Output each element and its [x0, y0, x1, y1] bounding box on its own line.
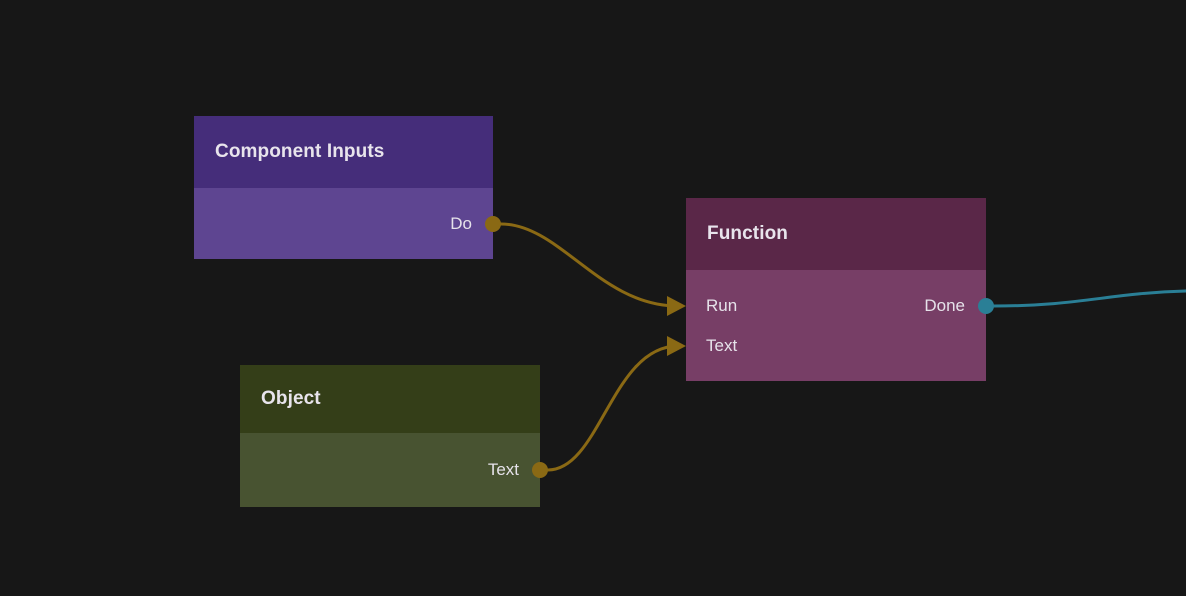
node-header-object[interactable]: Object	[240, 365, 540, 433]
output-port-text[interactable]: Text	[240, 459, 540, 481]
wire[interactable]	[546, 344, 680, 472]
wire-arrowhead	[667, 296, 686, 316]
port-connector-dot[interactable]	[485, 216, 501, 232]
wire[interactable]	[992, 289, 1186, 308]
input-port-run[interactable]: Run	[686, 295, 986, 317]
port-label: Run	[706, 296, 738, 315]
wire-arrowhead	[667, 336, 686, 356]
port-connector-dot[interactable]	[978, 298, 994, 314]
output-port-done[interactable]: Done	[686, 295, 986, 317]
port-connector-dot[interactable]	[532, 462, 548, 478]
output-port-do[interactable]: Do	[194, 213, 493, 235]
node-title: Object	[261, 388, 321, 409]
port-label: Text	[487, 460, 519, 479]
port-label: Done	[924, 296, 965, 315]
input-port-text[interactable]: Text	[686, 335, 986, 357]
node-body-object: Text	[240, 433, 548, 507]
wire[interactable]	[499, 222, 680, 308]
port-label: Do	[450, 214, 472, 233]
node-title: Component Inputs	[215, 141, 385, 162]
node-title: Function	[707, 223, 789, 244]
node-header-function[interactable]: Function	[686, 198, 986, 270]
node-header-component-inputs[interactable]: Component Inputs	[194, 116, 493, 188]
node-body-component-inputs: Do	[194, 188, 501, 259]
port-label: Text	[706, 336, 738, 355]
